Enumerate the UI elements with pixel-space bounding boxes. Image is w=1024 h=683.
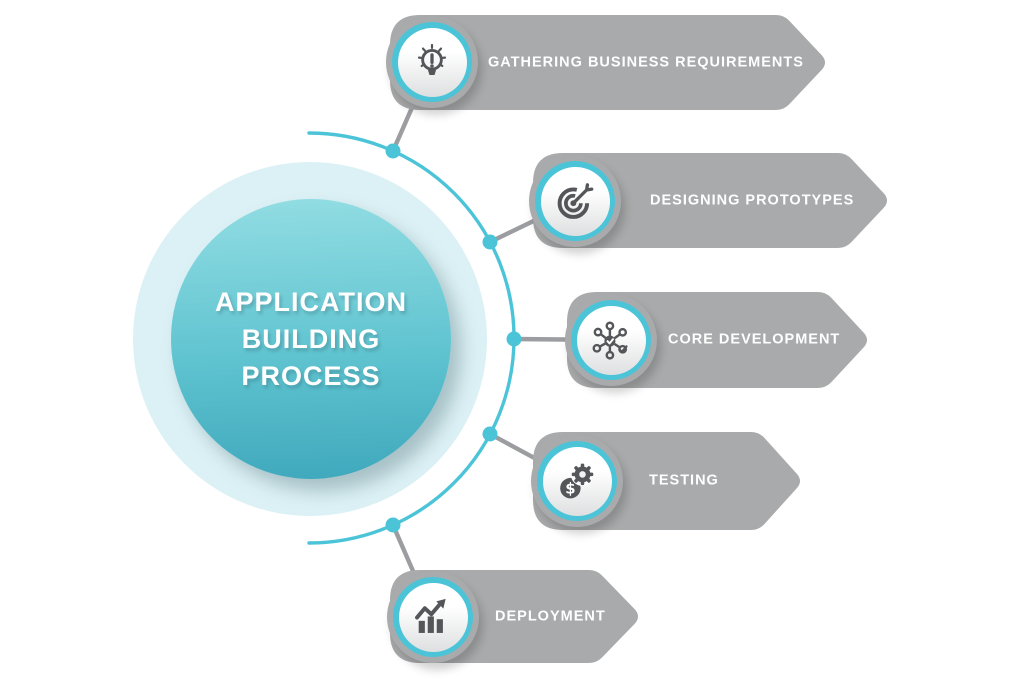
badge-inner-disc	[540, 166, 610, 236]
step-badge-2	[529, 155, 621, 247]
step-label-1: GATHERING BUSINESS REQUIREMENTS	[488, 53, 804, 70]
step-badge-3	[565, 294, 657, 386]
node-dot-2	[482, 234, 498, 250]
badge-teal-ring	[392, 22, 472, 102]
step-label-4: TESTING	[649, 472, 719, 489]
badge-inner-disc	[576, 305, 646, 375]
step-label-2: DESIGNING PROTOTYPES	[650, 191, 855, 208]
lightbulb-idea-icon	[417, 43, 447, 75]
node-dot-3	[506, 331, 522, 347]
badge-teal-ring	[535, 161, 615, 241]
title-line-1: APPLICATION	[215, 286, 407, 317]
step-badge-1	[386, 16, 478, 108]
node-dot-5	[385, 517, 401, 533]
badge-teal-ring	[571, 300, 651, 380]
step-label-5: DEPLOYMENT	[495, 607, 606, 624]
network-hub-icon	[592, 321, 628, 360]
title-line-2: BUILDING	[241, 323, 381, 354]
growth-chart-arrow-icon	[415, 598, 446, 633]
arc-node-dots	[385, 143, 522, 533]
step-badge-5	[387, 571, 479, 663]
step-banner-1	[390, 15, 825, 110]
badge-teal-ring	[393, 577, 473, 657]
title-line-3: PROCESS	[241, 360, 381, 391]
dollar-glyph: $	[565, 479, 575, 497]
target-arrow-icon	[557, 183, 594, 219]
diagram-title: APPLICATION BUILDING PROCESS	[215, 284, 407, 395]
step-banner-2	[533, 153, 887, 248]
badge-teal-ring: $	[537, 441, 617, 521]
center-circle: APPLICATION BUILDING PROCESS	[171, 199, 451, 479]
badge-inner-disc: $	[542, 446, 612, 516]
badge-inner-disc	[398, 582, 468, 652]
step-badge-4: $	[531, 435, 623, 527]
badge-inner-disc	[397, 27, 467, 97]
step-label-3: CORE DEVELOPMENT	[668, 331, 841, 348]
node-dot-1	[385, 143, 401, 159]
gear-dollar-icon: $	[560, 462, 595, 499]
node-dot-4	[482, 426, 498, 442]
